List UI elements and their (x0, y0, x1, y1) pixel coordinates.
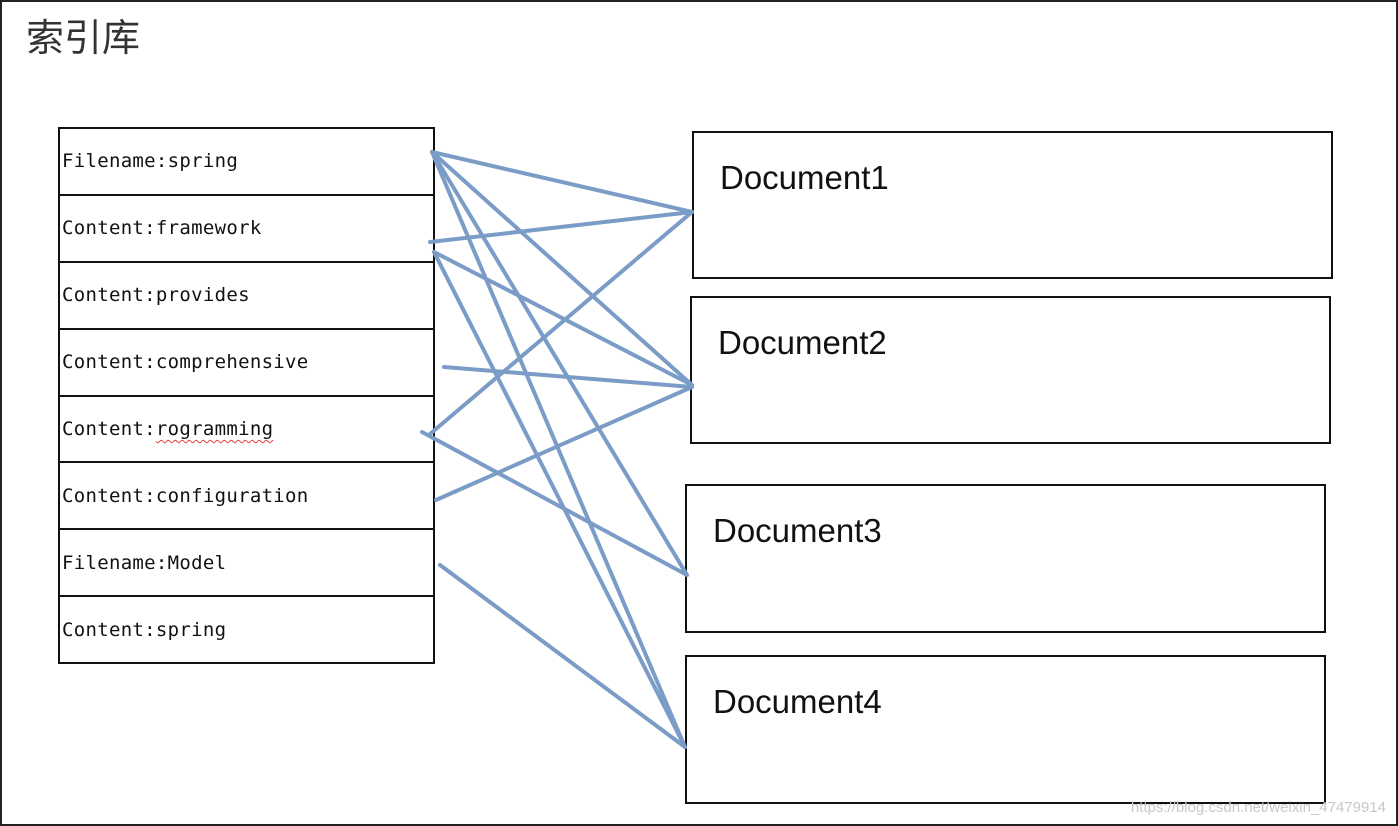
term-value-misspelled: rogramming (155, 417, 274, 440)
term-prefix: Content: (62, 217, 156, 240)
document-box-4: Document4 (685, 655, 1326, 804)
term-prefix: Content: (62, 284, 156, 307)
link-configuration-to-document2 (434, 385, 694, 502)
term-prefix: Content: (62, 618, 156, 641)
link-rogramming-to-document3 (420, 430, 689, 577)
term-value: spring (155, 618, 227, 641)
term-row-content-configuration: Content:configuration (60, 463, 433, 531)
term-row-filename-model: Filename:Model (60, 530, 433, 598)
term-row-content-provides: Content:provides (60, 263, 433, 330)
link-rogramming-to-document1 (428, 210, 694, 436)
document-box-1: Document1 (692, 131, 1333, 279)
document-box-3: Document3 (685, 484, 1326, 633)
link-framework-to-document2 (432, 250, 694, 387)
watermark-text: https://blog.csdn.net/weixin_47479914 (1130, 799, 1386, 816)
document-box-2: Document2 (690, 296, 1331, 444)
link-filename-spring-to-document2 (430, 150, 694, 387)
link-filename-spring-to-document4 (430, 150, 687, 749)
term-value: comprehensive (155, 351, 309, 374)
page-title: 索引库 (26, 16, 141, 60)
term-value: provides (155, 284, 250, 307)
term-prefix: Filename: (62, 150, 168, 173)
index-term-table: Filename:spring Content:framework Conten… (58, 127, 435, 664)
term-row-filename-spring: Filename:spring (60, 129, 433, 196)
document-label: Document2 (718, 324, 887, 361)
link-filename-spring-to-document3 (430, 150, 689, 577)
term-row-content-framework: Content:framework (60, 196, 433, 263)
term-value: framework (155, 217, 262, 240)
term-value: spring (167, 150, 239, 173)
term-value: configuration (155, 484, 309, 507)
link-filename-model-to-document4 (438, 563, 687, 749)
term-prefix: Content: (62, 351, 156, 374)
link-framework-to-document1 (428, 210, 694, 244)
link-filename-spring-to-document1 (430, 150, 694, 214)
document-label: Document4 (713, 683, 882, 720)
term-prefix: Content: (62, 417, 156, 440)
term-row-content-spring: Content:spring (60, 597, 433, 662)
term-prefix: Content: (62, 484, 156, 507)
document-label: Document3 (713, 512, 882, 549)
link-framework-to-document4 (432, 250, 687, 749)
link-comprehensive-to-document2 (442, 365, 694, 389)
term-value: Model (167, 551, 227, 574)
term-row-content-comprehensive: Content:comprehensive (60, 330, 433, 397)
document-label: Document1 (720, 159, 889, 196)
term-row-content-rogramming: Content:rogramming (60, 397, 433, 464)
term-prefix: Filename: (62, 551, 168, 574)
